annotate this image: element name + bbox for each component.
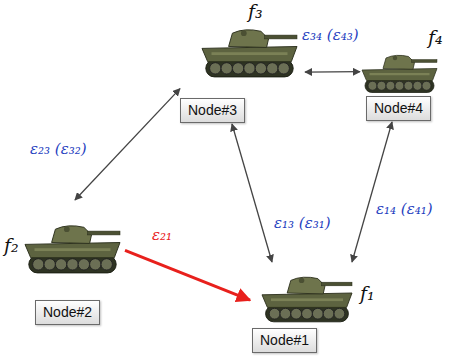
- node-name: Node#4: [374, 100, 423, 117]
- link-arrow: [305, 71, 360, 73]
- tank-node: Node#2: [15, 200, 125, 326]
- node-name: Node#3: [188, 102, 237, 119]
- tank-illustration: [262, 277, 352, 322]
- coupling-label: ε₂₁: [150, 226, 174, 244]
- frequency-label: f₁: [360, 282, 375, 304]
- link-arrow: [352, 122, 392, 262]
- node-name: Node#1: [260, 332, 309, 349]
- link-arrow: [232, 124, 272, 262]
- link-arrow: [125, 250, 250, 300]
- link-arrow: [75, 89, 180, 200]
- node-label-box: Node#4: [366, 96, 431, 121]
- frequency-label: f₃: [248, 0, 263, 22]
- tank-illustration: [25, 226, 120, 273]
- node-label-box: Node#2: [35, 300, 100, 325]
- node-label-box: Node#1: [252, 328, 317, 353]
- frequency-label: f₄: [428, 26, 443, 48]
- node-name: Node#2: [43, 304, 92, 321]
- tank-illustration: [362, 55, 437, 92]
- tank-illustration: [202, 30, 297, 77]
- coupling-label: ε₂₃ (ε₃₂): [28, 140, 89, 158]
- node-label-box: Node#3: [180, 98, 245, 123]
- tank-node: Node#4: [360, 48, 448, 122]
- frequency-label: f₂: [4, 234, 19, 256]
- tank-node: Node#1: [250, 262, 375, 355]
- tank-node: Node#3: [180, 6, 305, 124]
- coupling-label: ε₁₄ (ε₄₁): [374, 200, 435, 218]
- coupling-label: ε₁₃ (ε₃₁): [272, 214, 333, 232]
- coupling-label: ε₃₄ (ε₄₃): [300, 26, 361, 44]
